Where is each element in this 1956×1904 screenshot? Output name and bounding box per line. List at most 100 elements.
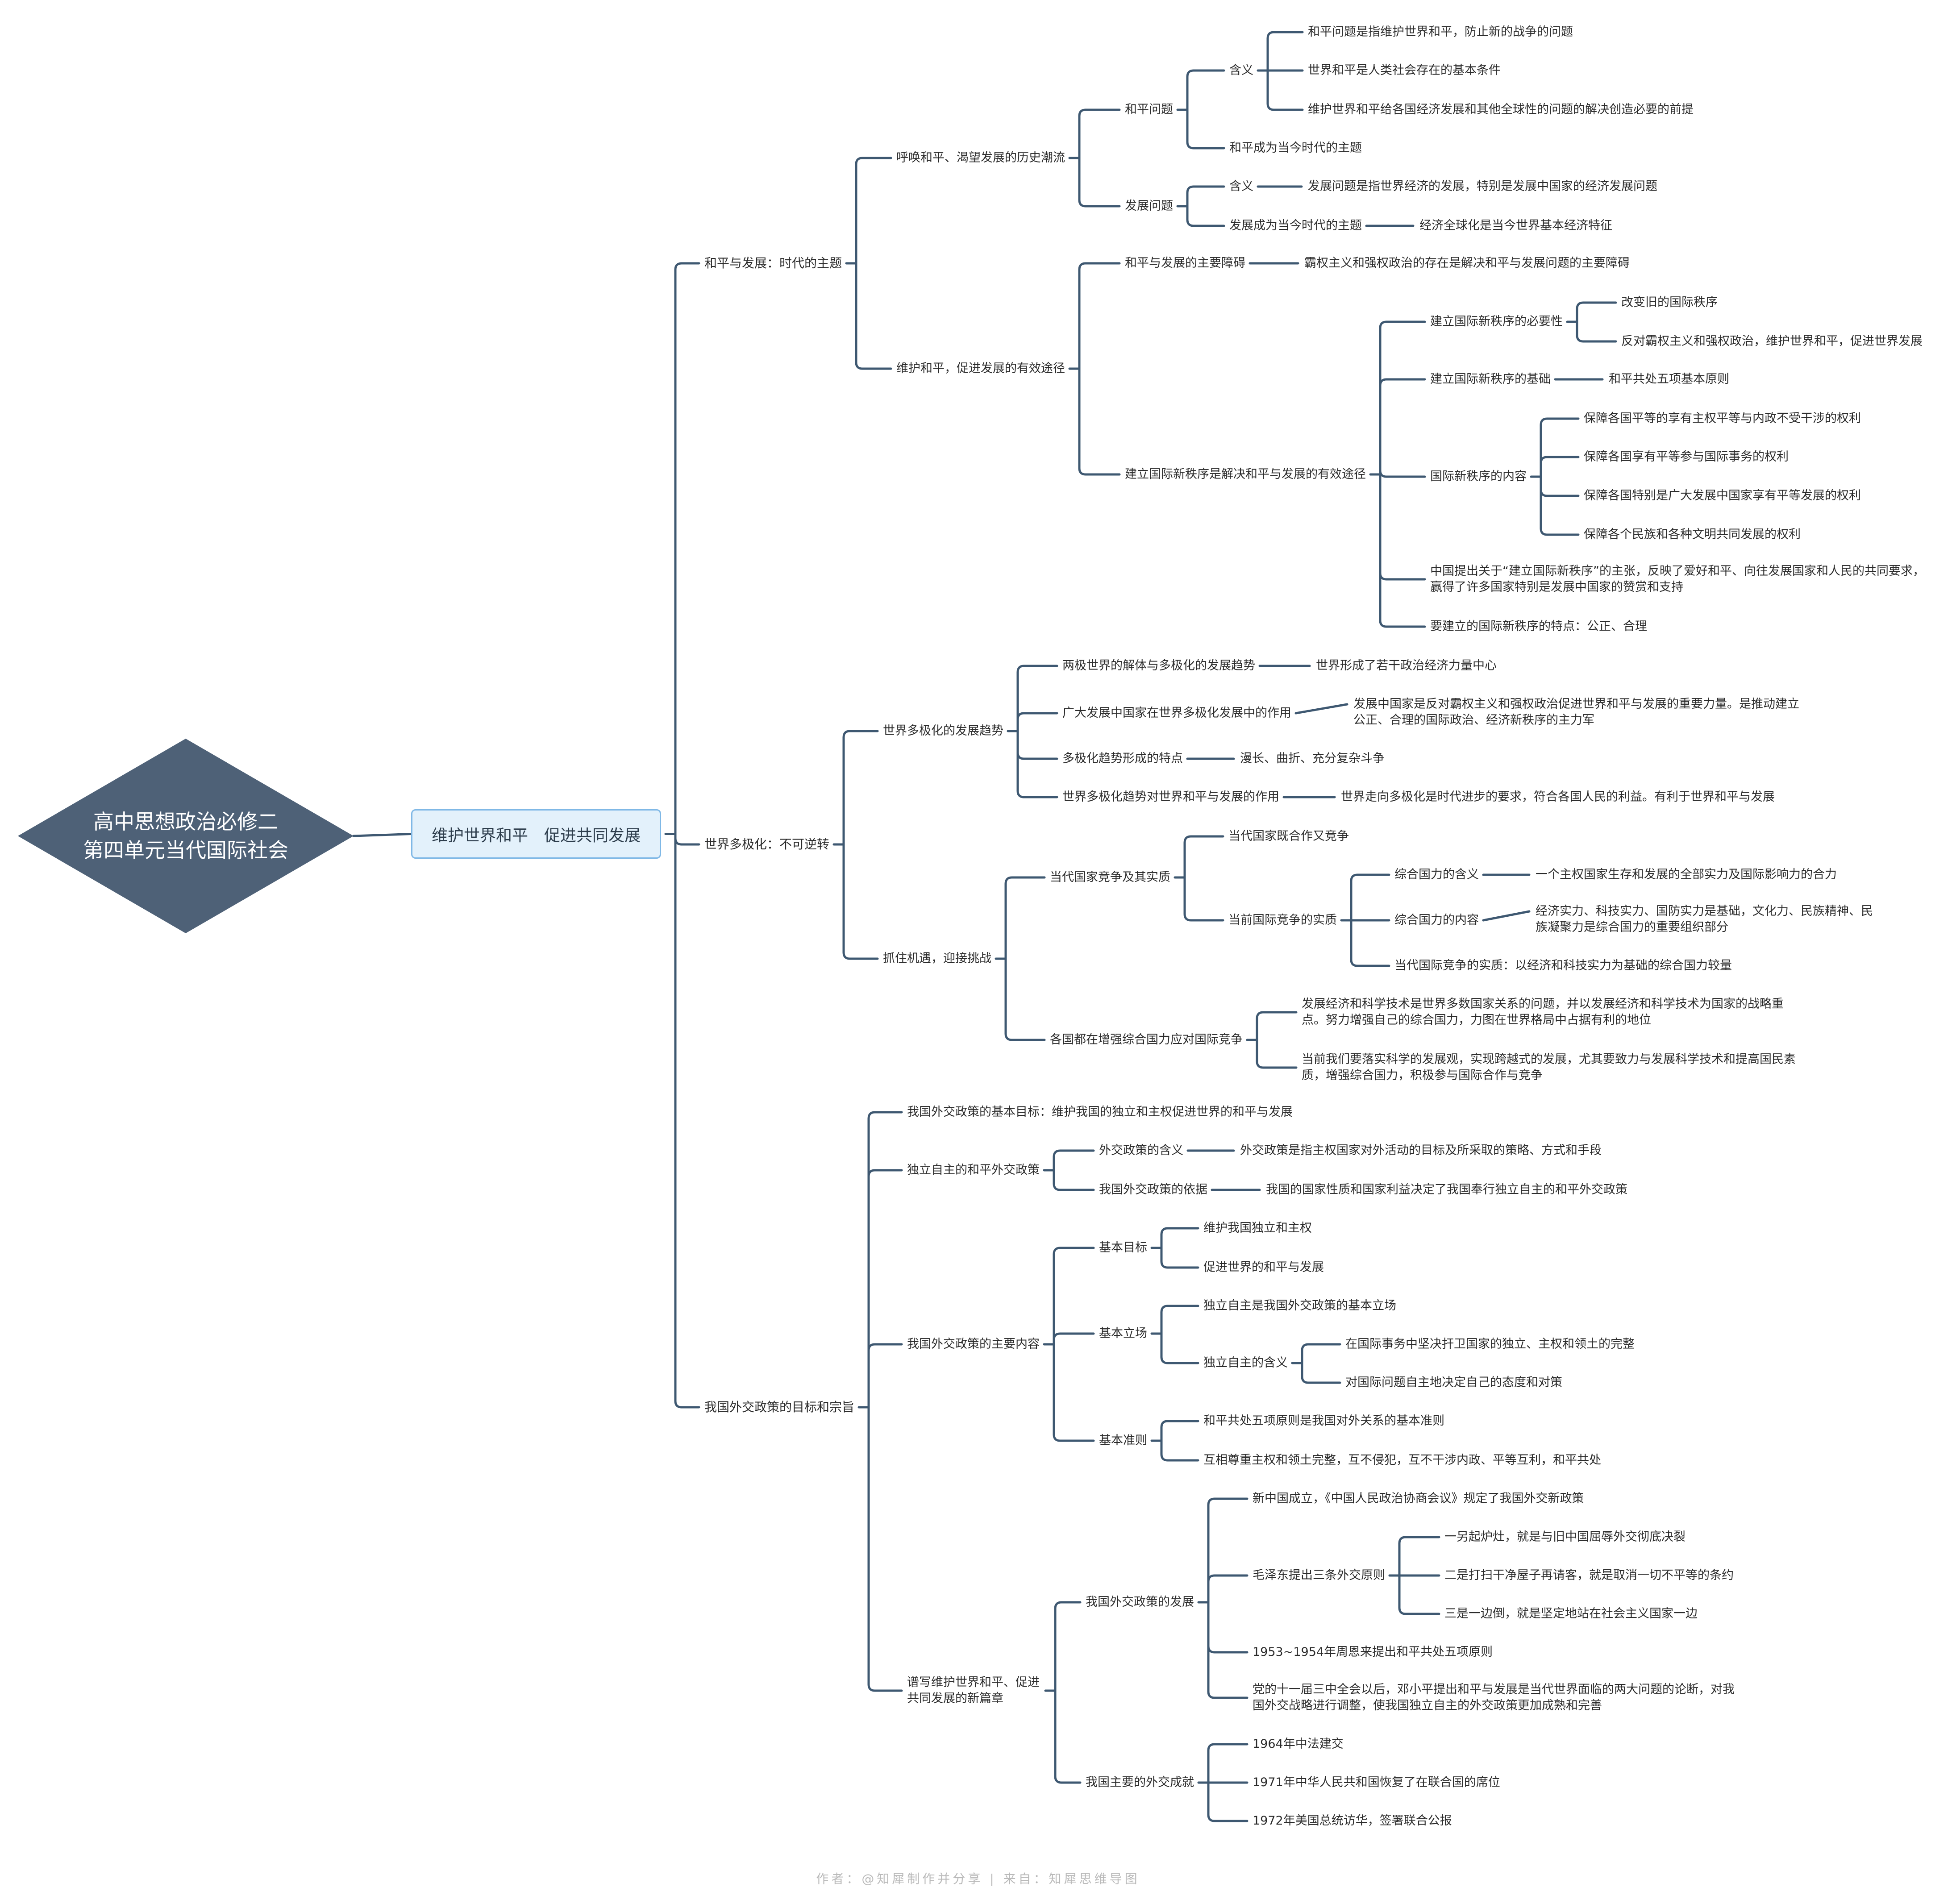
connector-line [867,1111,903,1409]
leaf[interactable]: 霸权主义和强权政治的存在是解决和平与发展问题的主要障碍 [1304,256,1630,270]
leaf[interactable]: 维护我国独立和主权 [1203,1221,1312,1235]
leaf[interactable]: 经济实力、科技实力、国防实力是基础，文化力、民族精神、民族凝聚力是综合国力的重要… [1536,904,1873,934]
connector-line [1207,1781,1249,1822]
leaf[interactable]: 经济全球化是当今世界基本经济特征 [1419,219,1612,233]
leaf[interactable]: 保障各国特别是广大发展中国家享有平等发展的权利 [1584,489,1861,503]
node-state-competition[interactable]: 当代国家竞争及其实质 [1050,870,1170,884]
node-historical-trend[interactable]: 呼唤和平、渴望发展的历史潮流 [896,151,1065,165]
node-power-meaning[interactable]: 综合国力的含义 [1394,868,1479,881]
leaf[interactable]: 互相尊重主权和领土完整，互不侵犯，互不干涉内政、平等互利，和平共处 [1203,1453,1601,1467]
node-new-order[interactable]: 建立国际新秩序是解决和平与发展的有效途径 [1125,467,1366,481]
connector-line [1294,703,1348,715]
leaf[interactable]: 发展经济和科学技术是世界多数国家关系的问题，并以发展经济和科学技术为国家的战略重… [1302,997,1784,1027]
leaf[interactable]: 一另起炉灶，就是与旧中国屈辱外交彻底决裂 [1444,1530,1685,1544]
leaf[interactable]: 保障各个民族和各种文明共同发展的权利 [1584,528,1801,541]
leaf[interactable]: 外交政策是指主权国家对外活动的目标及所采取的策略、方式和手段 [1240,1143,1602,1157]
leaf[interactable]: 保障各国享有平等参与国际事务的权利 [1584,450,1789,464]
leaf[interactable]: 世界走向多极化是时代进步的要求，符合各国人民的利益。有利于世界和平与发展 [1341,790,1775,804]
leaf[interactable]: 保障各国平等的享有主权平等与内政不受干涉的权利 [1584,412,1861,425]
connector-line [1160,1227,1199,1249]
node-enhance-power[interactable]: 各国都在增强综合国力应对国际竞争 [1050,1033,1243,1047]
leaf[interactable]: 对国际问题自主地决定自己的态度和对策 [1345,1376,1562,1389]
node-seize-opportunity[interactable]: 抓住机遇，迎接挑战 [883,952,991,965]
leaf[interactable]: 1972年美国总统访华，签署联合公报 [1253,1814,1452,1828]
footer-credit: 作者：@知犀制作并分享 | 来自：知犀思维导图 [816,1871,1140,1886]
leaf[interactable]: 发展问题是指世界经济的发展，特别是发展中国家的经济发展问题 [1308,179,1657,193]
leaf[interactable]: 和平成为当今时代的主题 [1229,141,1362,155]
topic-multipolarity[interactable]: 世界多极化：不可逆转 [704,837,830,852]
node-policy-content[interactable]: 我国外交政策的主要内容 [907,1337,1040,1351]
leaf[interactable]: 促进世界的和平与发展 [1203,1260,1324,1274]
leaf[interactable]: 世界形成了若干政治经济力量中心 [1316,659,1497,673]
node-effective-way[interactable]: 维护和平，促进发展的有效途径 [896,362,1065,375]
node-peace-issue[interactable]: 和平问题 [1125,103,1173,116]
node-order-basis[interactable]: 建立国际新秩序的基础 [1430,372,1551,386]
leaf[interactable]: 和平问题是指维护世界和平，防止新的战争的问题 [1308,25,1573,39]
leaf[interactable]: 1971年中华人民共和国恢复了在联合国的席位 [1253,1775,1500,1789]
topic-foreign-policy[interactable]: 我国外交政策的目标和宗旨 [704,1400,855,1414]
node-policy-development[interactable]: 我国外交政策的发展 [1086,1595,1194,1609]
leaf[interactable]: 1964年中法建交 [1253,1737,1344,1751]
leaf[interactable]: 要建立的国际新秩序的特点：公正、合理 [1430,619,1647,633]
node-order-content[interactable]: 国际新秩序的内容 [1430,470,1527,483]
leaf[interactable]: 1953~1954年周恩来提出和平共处五项原则 [1253,1645,1493,1659]
node-multipolar-features[interactable]: 多极化趋势形成的特点 [1062,752,1183,765]
node-multipolar-effect[interactable]: 世界多极化趋势对世界和平与发展的作用 [1062,790,1279,804]
leaf[interactable]: 中国提出关于“建立国际新秩序”的主张，反映了爱好和平、向往发展国家和人民的共同要… [1430,564,1925,594]
leaf[interactable]: 当代国际竞争的实质：以经济和科技实力为基础的综合国力较量 [1394,959,1732,973]
node-main-obstacle[interactable]: 和平与发展的主要障碍 [1125,256,1245,270]
topic-peace-development[interactable]: 和平与发展：时代的主题 [704,256,842,270]
leaf[interactable]: 改变旧的国际秩序 [1621,295,1718,309]
leaf[interactable]: 独立自主是我国外交政策的基本立场 [1203,1299,1396,1313]
connector-line [1301,1362,1341,1384]
node-peace-meaning[interactable]: 含义 [1229,63,1253,77]
node-independent-policy[interactable]: 独立自主的和平外交政策 [907,1163,1040,1177]
connector-line [1576,301,1617,323]
connector-line [1054,1601,1082,1692]
node-development-issue[interactable]: 发展问题 [1125,199,1173,213]
leaf[interactable]: 维护世界和平给各国经济发展和其他全球性的问题的解决创造必要的前提 [1308,103,1694,116]
node-mao-principles[interactable]: 毛泽东提出三条外交原则 [1253,1568,1385,1582]
node-bipolar-collapse[interactable]: 两极世界的解体与多极化的发展趋势 [1062,659,1255,673]
main-subject-node[interactable]: 维护世界和平 促进共同发展 [411,809,661,859]
node-basic-goal[interactable]: 基本目标 [1099,1241,1147,1255]
leaf[interactable]: 我国的国家性质和国家利益决定了我国奉行独立自主的和平外交政策 [1266,1183,1627,1197]
leaf[interactable]: 和平共处五项基本原则 [1609,372,1729,386]
leaf[interactable]: 新中国成立，《中国人民政治协商会议》规定了我国外交新政策 [1253,1492,1584,1505]
node-power-content[interactable]: 综合国力的内容 [1394,913,1479,927]
leaf[interactable]: 当代国家既合作又竞争 [1228,829,1349,843]
node-new-chapter[interactable]: 谱写维护世界和平、促进共同发展的新篇章 [907,1675,1040,1705]
leaf[interactable]: 世界和平是人类社会存在的基本条件 [1308,63,1501,77]
leaf[interactable]: 二是打扫干净屋子再请客，就是取消一切不平等的条约 [1444,1568,1734,1582]
leaf[interactable]: 我国外交政策的基本目标：维护我国的独立和主权促进世界的和平与发展 [907,1105,1293,1119]
leaf[interactable]: 当前我们要落实科学的发展观，实现跨越式的发展，尤其要致力与发展科学技术和提高国民… [1302,1052,1796,1082]
node-policy-meaning[interactable]: 外交政策的含义 [1099,1143,1183,1157]
node-achievements[interactable]: 我国主要的外交成就 [1086,1775,1194,1789]
node-competition-essence[interactable]: 当前国际竞争的实质 [1228,913,1337,927]
connector-line [1379,470,1426,478]
leaf[interactable]: 一个主权国家生存和发展的全部实力及国际影响力的合力 [1536,868,1837,881]
connector-line [674,833,700,846]
leaf[interactable]: 在国际事务中坚决扞卫国家的独立、主权和领土的完整 [1345,1337,1635,1351]
node-independence-meaning[interactable]: 独立自主的含义 [1203,1356,1288,1370]
node-basic-stance[interactable]: 基本立场 [1099,1326,1147,1340]
node-development-theme[interactable]: 发展成为当今时代的主题 [1229,219,1362,233]
leaf[interactable]: 反对霸权主义和强权政治，维护世界和平，促进世界发展 [1621,334,1923,348]
main-subject-label: 维护世界和平 促进共同发展 [431,826,641,845]
leaf[interactable]: 漫长、曲折、充分复杂斗争 [1240,752,1385,765]
node-multipolar-trend[interactable]: 世界多极化的发展趋势 [883,724,1003,738]
leaf[interactable]: 党的十一届三中全会以后，邓小平提出和平与发展是当代世界面临的两大问题的论断，对我… [1253,1683,1735,1713]
node-policy-basis[interactable]: 我国外交政策的依据 [1099,1183,1207,1197]
node-order-necessity[interactable]: 建立国际新秩序的必要性 [1430,315,1563,328]
node-developing-role[interactable]: 广大发展中国家在世界多极化发展中的作用 [1062,706,1291,720]
connector-line [1540,456,1580,478]
node-basic-norm[interactable]: 基本准则 [1099,1434,1147,1447]
leaf[interactable]: 发展中国家是反对霸权主义和强权政治促进世界和平与发展的重要力量。是推动建立公正、… [1353,697,1799,727]
root-diamond-shape[interactable] [18,739,354,933]
node-development-meaning[interactable]: 含义 [1229,179,1253,193]
leaf[interactable]: 和平共处五项原则是我国对外关系的基本准则 [1203,1414,1444,1428]
leaf[interactable]: 三是一边倒，就是坚定地站在社会主义国家一边 [1444,1607,1698,1621]
connector-line [1160,1420,1199,1442]
